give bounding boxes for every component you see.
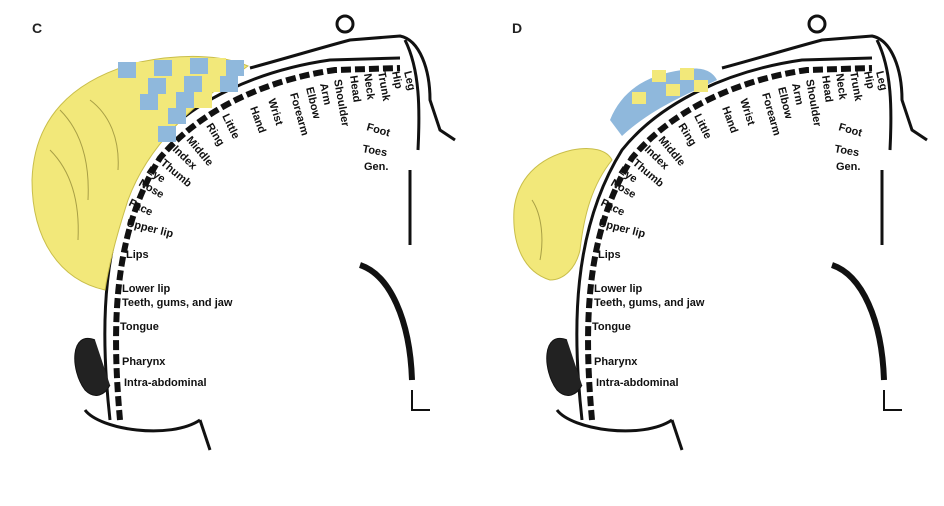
label-hip: Hip bbox=[389, 70, 404, 90]
label-gen: Gen. bbox=[836, 161, 860, 173]
label-pharynx: Pharynx bbox=[122, 356, 166, 368]
face-drawing bbox=[31, 55, 250, 291]
panel-letter: C bbox=[32, 20, 43, 36]
label-ring: Ring bbox=[675, 121, 698, 148]
panel-letter: D bbox=[512, 20, 523, 36]
body-figure bbox=[721, 34, 928, 142]
label-toes: Toes bbox=[833, 143, 860, 159]
label-tongue: Tongue bbox=[120, 321, 159, 333]
label-leg: Leg bbox=[873, 70, 889, 92]
label-neck: Neck bbox=[361, 73, 377, 102]
label-trunk: Trunk bbox=[847, 70, 864, 102]
face-drawing bbox=[513, 147, 613, 281]
panel-d: D Lower lip Teeth, gums, and jaw Tongue … bbox=[472, 0, 944, 506]
label-foot: Foot bbox=[837, 121, 864, 139]
homunculus-diagram: Lower lip Teeth, gums, and jaw Tongue Ph… bbox=[513, 14, 928, 451]
label-hand: Hand bbox=[719, 105, 740, 135]
label-intra-abdominal: Intra-abdominal bbox=[596, 377, 679, 389]
label-wrist: Wrist bbox=[265, 97, 285, 127]
label-neck: Neck bbox=[833, 73, 849, 102]
label-hip: Hip bbox=[861, 70, 876, 90]
cortex-arc bbox=[575, 56, 873, 421]
label-toes: Toes bbox=[361, 143, 388, 159]
label-lower-lip: Lower lip bbox=[122, 283, 171, 295]
hand-overlay bbox=[118, 58, 244, 142]
label-teeth: Teeth, gums, and jaw bbox=[594, 297, 705, 309]
label-wrist: Wrist bbox=[737, 97, 757, 127]
label-pharynx: Pharynx bbox=[594, 356, 638, 368]
label-leg: Leg bbox=[401, 70, 417, 92]
homunculus-diagram: Lower lip Teeth, gums, and jaw Tongue Ph… bbox=[31, 14, 456, 451]
label-upper-lip: Upper lip bbox=[597, 217, 646, 240]
panel-c: C bbox=[31, 14, 456, 451]
label-head: Head bbox=[819, 75, 835, 103]
label-intra-abdominal: Intra-abdominal bbox=[124, 377, 207, 389]
label-foot: Foot bbox=[365, 121, 392, 139]
label-trunk: Trunk bbox=[375, 70, 392, 102]
label-head: Head bbox=[347, 75, 363, 103]
hand-overlay bbox=[610, 68, 717, 136]
label-arm: Arm bbox=[789, 82, 805, 106]
label-gen: Gen. bbox=[364, 161, 388, 173]
label-ring: Ring bbox=[203, 121, 226, 148]
label-lower-lip: Lower lip bbox=[594, 283, 643, 295]
label-hand: Hand bbox=[247, 105, 268, 135]
label-teeth: Teeth, gums, and jaw bbox=[122, 297, 233, 309]
label-arm: Arm bbox=[317, 82, 333, 106]
body-figure bbox=[249, 34, 456, 142]
label-upper-lip: Upper lip bbox=[125, 217, 174, 240]
label-lips: Lips bbox=[598, 249, 621, 261]
label-tongue: Tongue bbox=[592, 321, 631, 333]
label-lips: Lips bbox=[126, 249, 149, 261]
